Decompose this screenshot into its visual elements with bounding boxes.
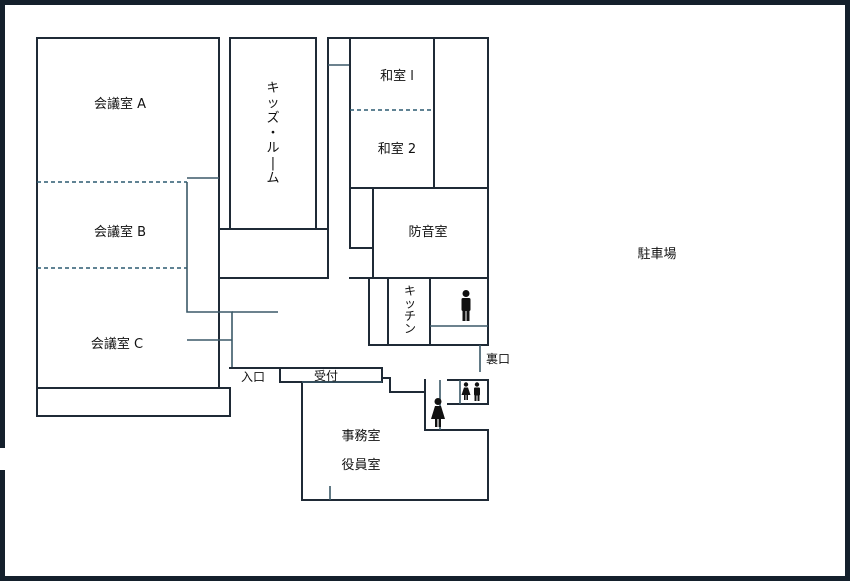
entrance-label: 入口: [241, 370, 265, 384]
room-meeting-c-label: 会議室 C: [91, 336, 143, 352]
meeting-rooms-wall: [36, 37, 220, 389]
room-washitsu-1-label: 和室 l: [380, 68, 414, 84]
room-kids-label-char: ズ: [266, 110, 279, 126]
room-office-label: 事務室: [341, 428, 380, 444]
frame-gap: [0, 448, 6, 470]
room-kitchen-label-char: ン: [404, 322, 416, 336]
kids-room-block: [218, 37, 329, 279]
room-kids-label-char: ム: [266, 171, 279, 186]
female-restroom-icon: [431, 398, 445, 427]
room-meeting-a-label: 会議室 A: [94, 96, 146, 112]
back-door-label: 裏口: [486, 351, 510, 366]
office-outer-wall: [301, 381, 489, 501]
room-kids-label-char: ル: [266, 141, 279, 156]
room-washitsu-2-label: 和室 2: [378, 141, 416, 157]
room-officers-label: 役員室: [341, 457, 380, 473]
meeting-rooms-block: [36, 37, 278, 417]
room-kids-label: キッズ・ル|ム: [266, 81, 279, 186]
room-kids-label-char: |: [271, 156, 275, 171]
room-kitchen-label-char: ッ: [404, 297, 416, 311]
room-kids-label-char: ・: [266, 126, 279, 141]
kitchen-outer: [368, 277, 451, 346]
room-soundproof-label: 防音室: [408, 224, 447, 240]
meeting-lower-wall: [36, 387, 231, 417]
male-restroom-icon: [461, 290, 471, 321]
kids-lower-wall: [218, 37, 329, 279]
room-kitchen-label: キッチン: [404, 284, 416, 336]
room-kitchen-label-char: キ: [404, 284, 416, 298]
stair-stub: [349, 187, 374, 249]
room-kids-label-char: キ: [266, 81, 279, 96]
family-restroom-wall: [447, 379, 489, 405]
room-kids-label-char: ッ: [266, 96, 279, 111]
office-top-right: [381, 377, 426, 393]
room-kitchen-label-char: チ: [404, 309, 416, 323]
restroom-lower-wall: [424, 379, 489, 501]
office-block: [229, 367, 489, 501]
room-meeting-b-label: 会議室 B: [94, 224, 146, 240]
parking-label: 駐車場: [637, 247, 676, 262]
right-block: [327, 37, 489, 501]
reception-label: 受付: [314, 369, 338, 383]
family-restroom-icon: [461, 382, 480, 401]
